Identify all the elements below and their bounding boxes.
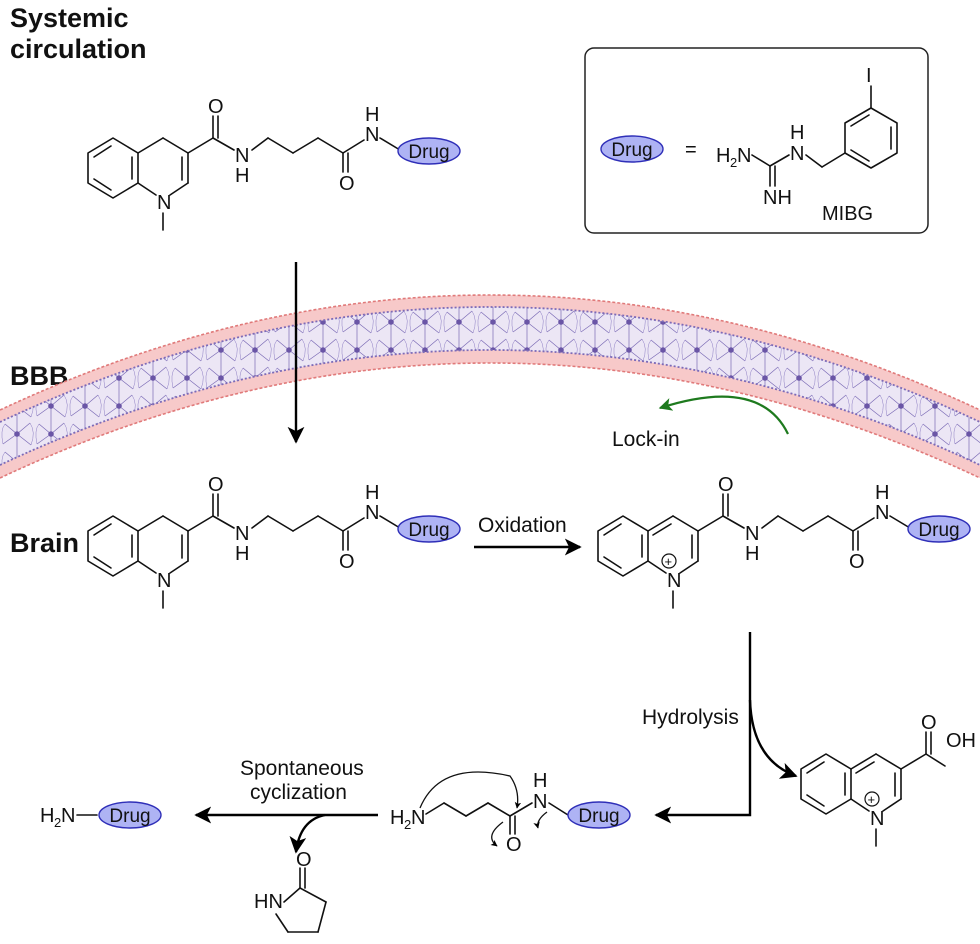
acid-hydroxyl: OH (946, 730, 976, 752)
legend-iodine: I (866, 65, 872, 87)
acid-carbonyl-oxygen: O (921, 712, 937, 734)
carbonyl-oxygen-2: O (339, 551, 355, 573)
systemic-circulation-label-1: Systemic (10, 3, 129, 33)
legend-nh-n: N (790, 143, 804, 165)
intermediate-h2n-sub: 2 (404, 817, 411, 832)
drug-label-4: Drug (578, 806, 619, 827)
intermediate-n: N (533, 791, 547, 813)
drug-pill-4 (567, 801, 631, 829)
amide-nitrogen-2: N (365, 502, 379, 524)
leaving-group-arrow (533, 811, 548, 829)
amide-nitrogen: N (235, 523, 249, 545)
drug-pill-5 (98, 801, 162, 829)
quinolinium-prodrug: + N O N H O N H Drug (597, 474, 971, 609)
quinolinium-plus: + (665, 554, 673, 569)
released-drug: H 2 N Drug (40, 801, 162, 830)
pyrrolidinone-hn: HN (254, 891, 283, 913)
carbonyl-oxygen-2: O (849, 551, 865, 573)
amide-hydrogen: H (235, 543, 249, 565)
ring-nitrogen: N (157, 192, 171, 214)
amide-hydrogen: H (745, 543, 759, 565)
brain-label: Brain (10, 528, 79, 558)
acid-quinolinium-plus: + (868, 792, 876, 807)
lock-in-label: Lock-in (612, 428, 680, 451)
carbonyl-electron-arrow (490, 821, 504, 847)
ring-nitrogen: N (157, 570, 171, 592)
legend-h2n-sub: 2 (730, 155, 737, 170)
legend-nh-h: H (790, 122, 804, 144)
hydrolysis-branch-arrow (748, 699, 798, 779)
pyrrolidinone-oxygen: O (296, 849, 312, 871)
drug-pill-1 (397, 137, 461, 165)
amide-nitrogen: N (235, 145, 249, 167)
amide-hydrogen-2: H (875, 482, 889, 504)
intermediate-h2n-h: H (390, 807, 404, 829)
carbonyl-oxygen-2: O (339, 173, 355, 195)
hydrolysis-label: Hydrolysis (642, 706, 739, 729)
carbonyl-oxygen: O (208, 96, 224, 118)
intermediate-oxygen: O (506, 834, 522, 856)
intermediate-h: H (533, 770, 547, 792)
ring-nitrogen: N (667, 570, 681, 592)
quinolinium-carboxylic-acid: + N O OH (800, 712, 976, 847)
legend-drug-pill (600, 135, 664, 163)
carbonyl-oxygen: O (718, 474, 734, 496)
hydrolysis-main-arrow (654, 632, 752, 824)
legend-equals: = (685, 139, 697, 161)
drug-label-3: Drug (918, 520, 959, 541)
product-h2n-sub: 2 (54, 815, 61, 830)
aminobutanamide-intermediate: H 2 N O N H Drug (390, 770, 631, 856)
amide-nitrogen: N (745, 523, 759, 545)
amide-nitrogen-2: N (875, 502, 889, 524)
legend-h2n-h: H (716, 145, 730, 167)
amide-hydrogen: H (235, 165, 249, 187)
nucleophilic-attack-arrow (419, 771, 522, 809)
lock-in-arrow (658, 395, 789, 435)
legend-drug-label: Drug (611, 140, 652, 161)
ring-nitrogen: N (870, 808, 884, 830)
pyrrolidinone-byproduct: HN O (254, 849, 327, 933)
drug-pill-3 (907, 515, 971, 543)
pyrrolidinone-branch-arrow (289, 813, 326, 854)
oxidation-label: Oxidation (478, 514, 567, 537)
amide-nitrogen-2: N (365, 124, 379, 146)
carbonyl-oxygen: O (208, 474, 224, 496)
systemic-circulation-label-2: circulation (10, 34, 147, 64)
dihydroquinoline-prodrug-systemic: N O N H O N H Drug (87, 96, 461, 231)
dihydroquinoline-prodrug-brain: N O N H O N H Drug (87, 474, 461, 609)
legend-h2n-n: N (737, 145, 751, 167)
amide-hydrogen-2: H (365, 482, 379, 504)
legend-mibg-name: MIBG (822, 203, 873, 225)
product-h2n-h: H (40, 805, 54, 827)
drug-label-1: Drug (408, 142, 449, 163)
spontaneous-label-2: cyclization (250, 781, 347, 804)
product-h2n-n: N (61, 805, 75, 827)
drug-pill-2 (397, 515, 461, 543)
legend-box: Drug = H 2 N NH N H I MIBG (584, 47, 929, 234)
drug-label-2: Drug (408, 520, 449, 541)
legend-imine-nh: NH (763, 187, 792, 209)
intermediate-h2n-n: N (411, 807, 425, 829)
drug-label-5: Drug (109, 806, 150, 827)
amide-hydrogen-2: H (365, 104, 379, 126)
spontaneous-label-1: Spontaneous (240, 757, 364, 780)
